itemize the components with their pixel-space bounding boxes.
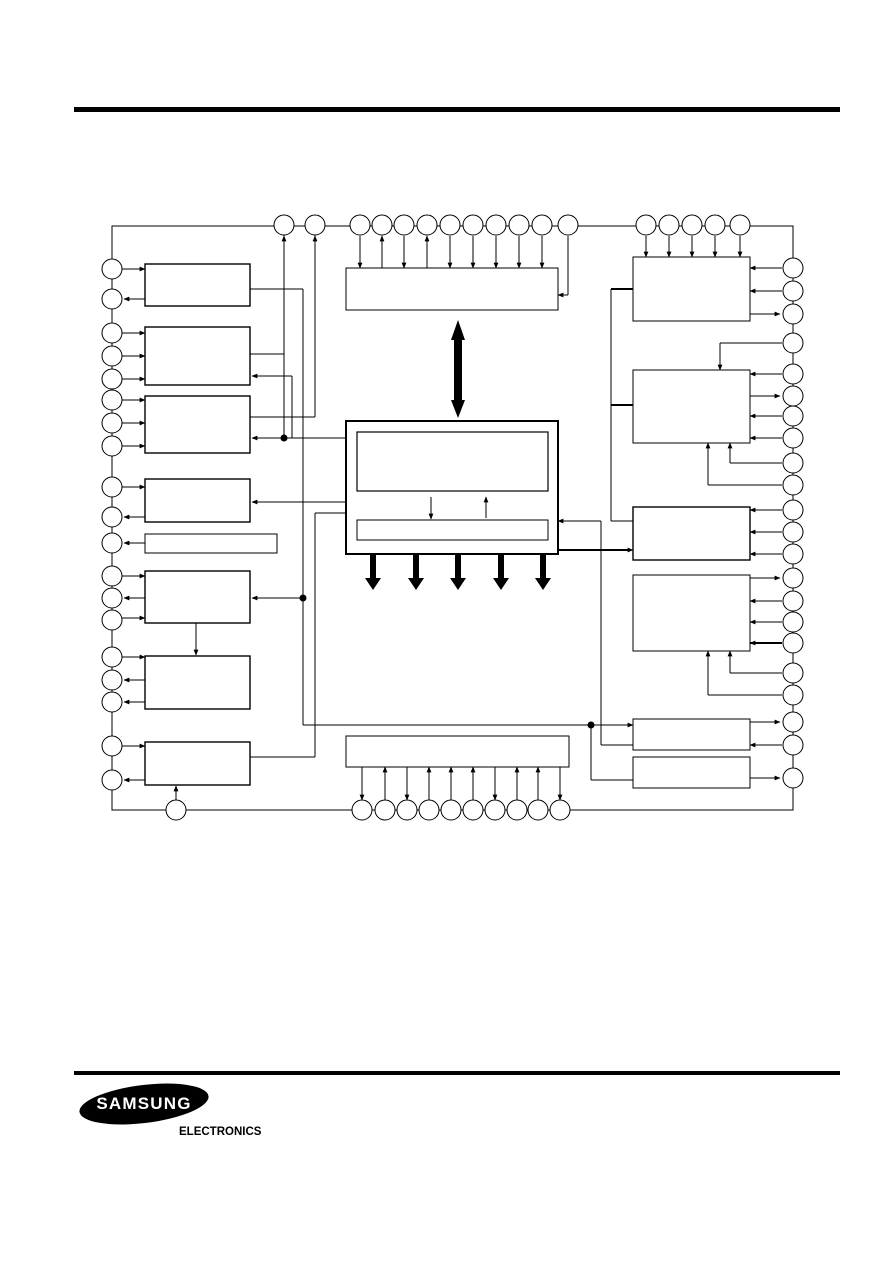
- block-left-5: [144, 570, 251, 624]
- logo-wordmark: SAMSUNG: [96, 1094, 192, 1113]
- block-right-3: [632, 506, 751, 561]
- block-left-1: [144, 263, 251, 307]
- arrow-wires: [122, 235, 782, 801]
- block-left-2: [144, 326, 251, 386]
- block-right-6: [632, 756, 751, 789]
- signal-wires: [175, 226, 782, 800]
- block-right-5: [632, 718, 751, 751]
- bus-arrows: [365, 320, 551, 590]
- block-cpu-bus: [356, 519, 549, 541]
- block-right-1: [632, 256, 751, 322]
- block-right-2: [632, 369, 751, 444]
- block-left-6: [144, 655, 251, 710]
- samsung-logo: [79, 1083, 209, 1125]
- block-left-bar: [144, 533, 278, 554]
- block-bottom-port: [345, 735, 570, 768]
- footer-rule: [74, 1071, 840, 1075]
- block-cpu-core: [356, 431, 549, 492]
- logo-subtitle: ELECTRONICS: [179, 1126, 262, 1138]
- pin-circles: [101, 214, 804, 821]
- block-left-3: [144, 395, 251, 454]
- header-rule: [74, 107, 840, 112]
- block-right-4: [632, 574, 751, 652]
- junction-dots: [280, 434, 595, 729]
- block-left-4: [144, 478, 251, 523]
- block-left-7: [144, 741, 251, 786]
- function-blocks: [144, 256, 751, 789]
- block-top-port: [345, 267, 559, 311]
